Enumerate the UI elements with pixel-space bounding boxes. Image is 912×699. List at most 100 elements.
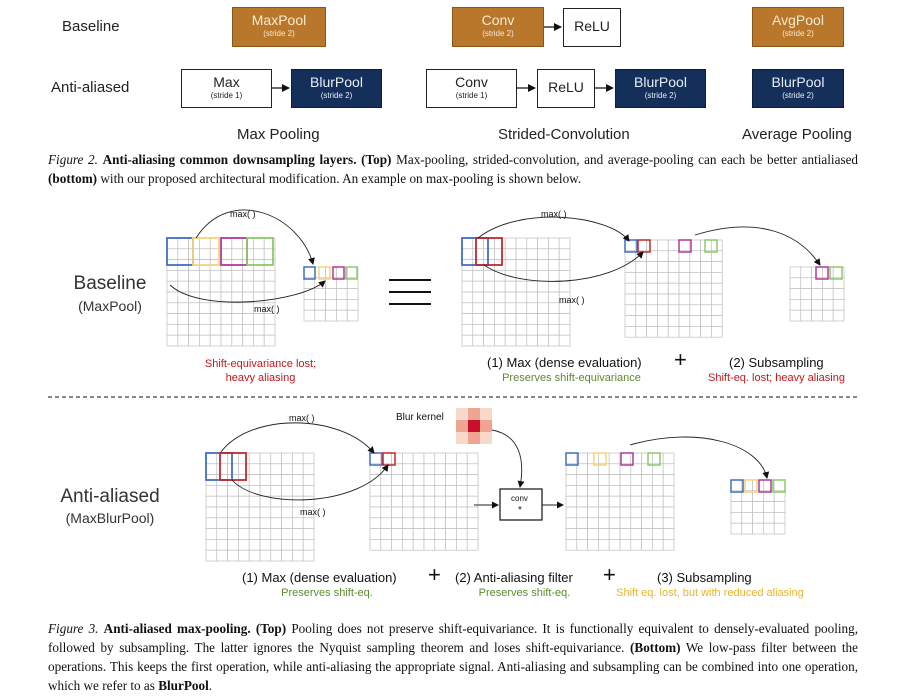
fig2-arrows <box>272 23 614 92</box>
avgpool-stride: (stride 2) <box>782 29 814 38</box>
figure3-text2: We low-pass filter between the operation… <box>48 640 858 693</box>
blur-to-conv-arrow <box>491 429 525 488</box>
fig3-baseline-title: Baseline <box>73 273 147 294</box>
aa-dense-out-blue <box>369 452 383 466</box>
aa-window-red <box>219 452 247 481</box>
relu-baseline-block: ReLU <box>563 8 621 47</box>
aa-input-grid <box>205 452 315 562</box>
baseline-loss-note-line1: Shift-equivariance lost; <box>204 358 317 370</box>
baseline-output-grid <box>303 266 359 322</box>
avgpool-label: AvgPool <box>772 12 824 28</box>
baseline-out-green <box>345 266 358 280</box>
conv-op-block <box>499 488 543 521</box>
aa-step3-note: Shift eq. lost, but with reduced aliasin… <box>616 587 804 599</box>
aa-sel-green <box>647 452 661 466</box>
maxpool-blurpool-block: BlurPool (stride 2) <box>291 69 382 108</box>
subsample-output-grid <box>789 266 845 322</box>
aa-out-green <box>772 479 786 493</box>
figure2-caption: Figure 2. Anti-aliasing common downsampl… <box>48 150 858 188</box>
figure3-bold-title: Anti-aliased max-pooling. <box>103 621 251 636</box>
blur-kernel-label: Blur kernel <box>396 412 444 423</box>
baseline-step2: (2) Subsampling <box>729 355 824 370</box>
maxpool-stride: (stride 2) <box>263 29 295 38</box>
fig3-diagram <box>48 209 860 562</box>
aa-max-label-bottom: max( ) <box>300 507 326 517</box>
strided-convolution-title: Strided-Convolution <box>498 126 630 143</box>
figure3-caption: Figure 3. Anti-aliased max-pooling. (Top… <box>48 619 858 695</box>
maxpool-block: MaxPool (stride 2) <box>232 7 326 47</box>
conv-stride2-block: Conv (stride 2) <box>452 7 544 47</box>
figure2-top-marker: (Top) <box>361 152 392 167</box>
sub-out-magenta <box>815 266 829 280</box>
equivalence-symbol <box>389 279 431 305</box>
max-pooling-title: Max Pooling <box>237 126 320 143</box>
fig3-aa-title: Anti-aliased <box>60 486 160 507</box>
baseline-max-arrow-bottom <box>169 280 326 303</box>
conv-op-label: conv <box>511 494 528 503</box>
aa-max-label-top: max( ) <box>289 413 315 423</box>
baseline-max-label-top: max( ) <box>230 209 256 219</box>
baseline-plus: + <box>674 347 687 372</box>
baseline-max-label-bottom: max( ) <box>254 304 280 314</box>
dense-max-arrow-bottom <box>483 251 644 282</box>
aa-subsample-arrow <box>629 436 770 479</box>
max-label: Max <box>213 74 240 90</box>
aa-step2-note: Preserves shift-eq. <box>478 587 571 599</box>
figure2-bottom-marker: (bottom) <box>48 171 98 186</box>
conv-stride2-label: Conv <box>481 12 515 28</box>
relu-aa-label: ReLU <box>548 79 584 95</box>
baseline-max-arrow-top <box>195 209 315 265</box>
dense-output-grid <box>624 239 723 338</box>
avg-blurpool-label: BlurPool <box>771 74 825 90</box>
average-pooling-title: Average Pooling <box>742 126 852 143</box>
dense-window-blue <box>461 237 489 266</box>
figure3-label: Figure 3. <box>48 621 99 636</box>
baseline-out-yellow <box>318 266 331 280</box>
aa-dense-grid <box>369 452 479 551</box>
sub-sel-magenta <box>678 239 692 253</box>
baseline-out-magenta <box>332 266 345 280</box>
baseline-step1-note: Preserves shift-equivariance <box>502 372 641 384</box>
dense-out-red <box>637 239 651 253</box>
avg-blurpool-stride: (stride 2) <box>782 91 814 100</box>
aa-out-magenta <box>758 479 772 493</box>
aa-sel-blue <box>565 452 579 466</box>
subsample-arrow <box>694 226 821 266</box>
aa-output-grid <box>730 479 786 535</box>
baseline-window-green <box>246 237 274 266</box>
dense-max-arrow-top <box>477 216 630 242</box>
aa-step3: (3) Subsampling <box>657 570 752 585</box>
conv-stride1-label: Conv <box>455 74 488 90</box>
aa-window-blue <box>205 452 233 481</box>
conv-stride2-stride: (stride 2) <box>482 29 514 38</box>
aa-out-blue <box>730 479 744 493</box>
dense-out-blue <box>624 239 638 253</box>
fig2-row-label-antialiased: Anti-aliased <box>51 79 130 96</box>
aa-dense-out-red <box>382 452 396 466</box>
aa-step1-note: Preserves shift-eq. <box>281 587 373 599</box>
aa-max-arrow-top <box>220 422 375 454</box>
baseline-window-yellow <box>192 237 220 266</box>
conv-stride1-block: Conv (stride 1) <box>426 69 517 108</box>
aa-plus1: + <box>428 562 441 587</box>
maxpool-blurpool-stride: (stride 2) <box>320 91 353 100</box>
figure3-text1: Pooling does not preserve shift-equivari… <box>48 621 859 655</box>
conv-blurpool-stride: (stride 2) <box>644 91 677 100</box>
aa-plus2: + <box>603 562 616 587</box>
conv-blurpool-label: BlurPool <box>634 74 687 90</box>
avg-blurpool-block: BlurPool (stride 2) <box>752 69 844 108</box>
max-stride: (stride 1) <box>210 91 243 100</box>
fig3-baseline-subtitle: (MaxPool) <box>78 298 142 314</box>
blur-kernel-icon <box>456 408 492 444</box>
maxpool-blurpool-label: BlurPool <box>310 74 363 90</box>
fig3-aa-subtitle: (MaxBlurPool) <box>65 510 155 526</box>
aa-max-arrow-bottom <box>231 464 389 501</box>
conv-stride1-stride: (stride 1) <box>455 91 488 100</box>
dense-window-red <box>475 237 503 266</box>
figure3-end: . <box>208 678 213 693</box>
max-arrows <box>169 209 821 509</box>
figure3-blurpool: BlurPool <box>158 678 209 693</box>
pooling-windows <box>166 237 843 493</box>
fig2-row-label-baseline: Baseline <box>62 18 120 35</box>
avgpool-block: AvgPool (stride 2) <box>752 7 844 47</box>
